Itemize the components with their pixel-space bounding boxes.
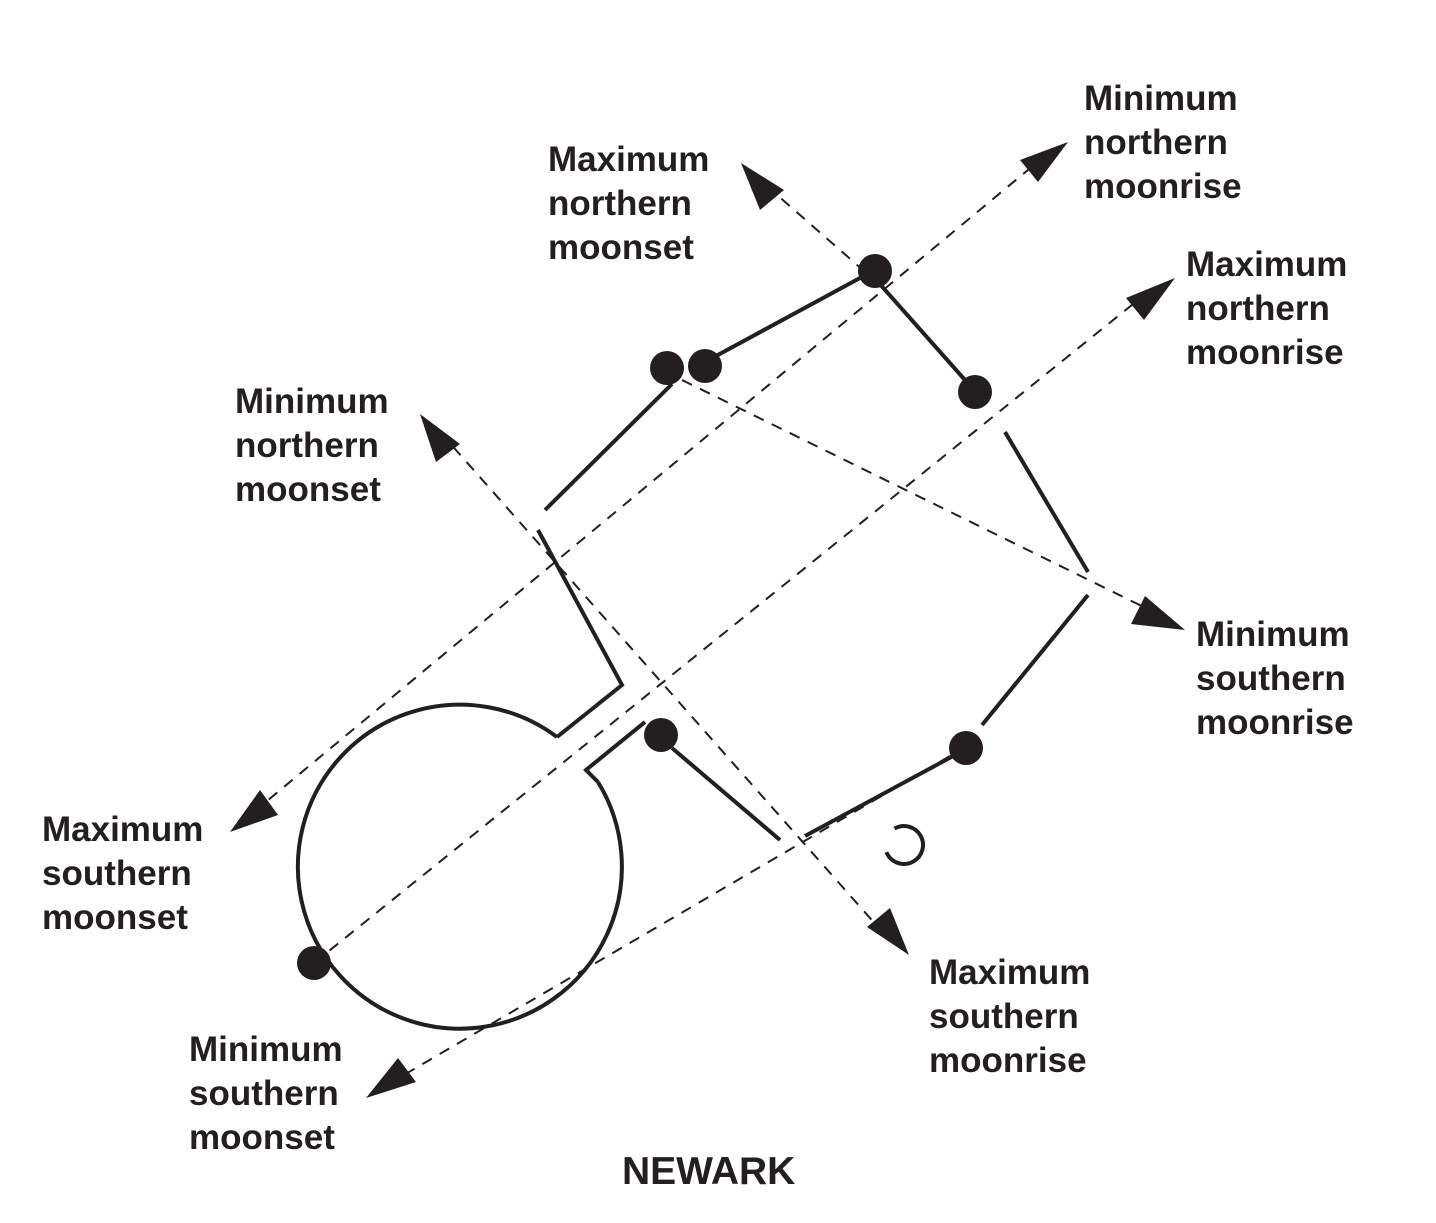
arrowhead [1020, 142, 1068, 182]
diagram-title: NEWARK [622, 1150, 796, 1193]
label-max-southern-moonrise: Maximum southern moonrise [929, 953, 1091, 1080]
octagon-wall-bottom-left [670, 746, 782, 842]
arrowhead [867, 908, 909, 955]
label-max-southern-moonset: Maximum southern moonset [42, 810, 204, 937]
circle-enclosure [295, 702, 624, 1031]
octagon-wall-top-right [876, 280, 967, 382]
arrowhead [420, 414, 460, 462]
label-min-southern-moonset: Minimum southern moonset [189, 1030, 343, 1157]
arrowhead [366, 1058, 416, 1098]
arrowhead [1126, 278, 1175, 320]
arrowhead [1131, 596, 1185, 630]
arrowheads [230, 142, 1185, 1098]
octagon-wall-left-to-avenue [536, 529, 625, 739]
sightline-min-northern-moonrise [237, 159, 1041, 826]
mound-marker [958, 375, 992, 409]
arrowhead [741, 163, 784, 210]
sightline-min-southern-moonset [384, 755, 951, 1087]
label-max-northern-moonrise: Maximum northern moonrise [1186, 245, 1348, 372]
mound-markers [297, 254, 992, 980]
mound-marker [688, 349, 722, 383]
mound-marker [644, 718, 678, 752]
sightline-max-northern-moonrise [313, 291, 1149, 964]
octagon-wall-right-lower [980, 593, 1090, 727]
label-max-northern-moonset: Maximum northern moonset [548, 140, 710, 267]
sightline-max-northern-moonset [759, 179, 881, 286]
label-min-northern-moonrise: Minimum northern moonrise [1084, 79, 1242, 206]
octagon-wall-right-upper [1003, 430, 1090, 574]
mound-marker [949, 731, 983, 765]
arrowhead [230, 790, 278, 832]
mound-marker [650, 351, 684, 385]
avenue-wall-lower [583, 720, 647, 784]
open-mound-marker [883, 824, 925, 867]
sight-lines [237, 159, 1161, 1087]
sightline-min-southern-moonrise [681, 379, 1161, 616]
octagon-wall-top-left [715, 276, 861, 358]
octagon-wall-upper-left [543, 382, 674, 512]
label-min-southern-moonrise: Minimum southern moonrise [1196, 615, 1354, 742]
label-min-northern-moonset: Minimum northern moonset [235, 382, 389, 509]
mound-marker [858, 254, 892, 288]
